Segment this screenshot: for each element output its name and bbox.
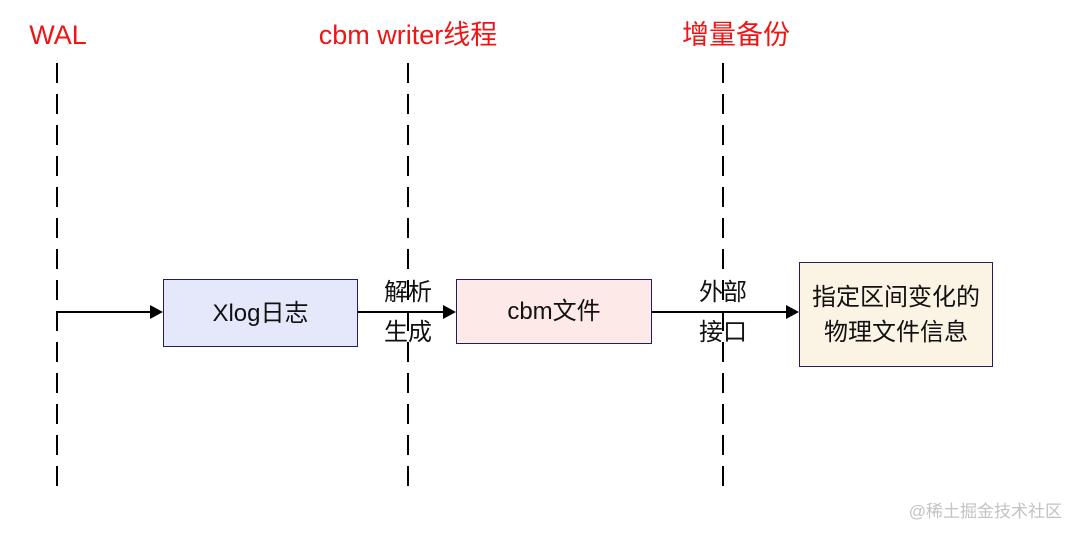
watermark-juejin-community: @稀土掘金技术社区 — [908, 502, 1062, 521]
node-result-label-line1: 指定区间变化的 — [812, 283, 980, 311]
arrow-wal-to-xlog — [57, 311, 150, 313]
arrowhead-xlog-to-cbm-icon — [443, 305, 456, 319]
lane-header-wal: WAL — [29, 20, 87, 50]
lane-line-incremental-backup — [722, 63, 724, 493]
node-cbm-label: cbm文件 — [507, 298, 601, 325]
node-cbm-file: cbm文件 — [456, 279, 652, 344]
edge-label-parse: 解析 — [384, 279, 432, 306]
edge-label-external: 外部 — [699, 279, 747, 306]
lane-line-wal — [56, 63, 58, 493]
arrow-xlog-to-cbm — [358, 311, 443, 313]
arrowhead-cbm-to-result-icon — [786, 305, 799, 319]
arrow-cbm-to-result — [652, 311, 786, 313]
lane-header-incremental-backup: 增量备份 — [682, 20, 790, 50]
arrowhead-wal-to-xlog-icon — [150, 305, 163, 319]
node-result-label-line2: 物理文件信息 — [824, 318, 968, 346]
node-changed-physical-files: 指定区间变化的 物理文件信息 — [799, 262, 993, 367]
lane-line-cbm-writer-thread — [407, 63, 409, 493]
edge-label-interface: 接口 — [699, 319, 747, 346]
node-xlog-label: Xlog日志 — [212, 299, 309, 327]
edge-label-generate: 生成 — [384, 319, 432, 346]
lane-header-cbm-writer-thread: cbm writer线程 — [318, 20, 498, 50]
node-xlog-log: Xlog日志 — [163, 279, 358, 347]
